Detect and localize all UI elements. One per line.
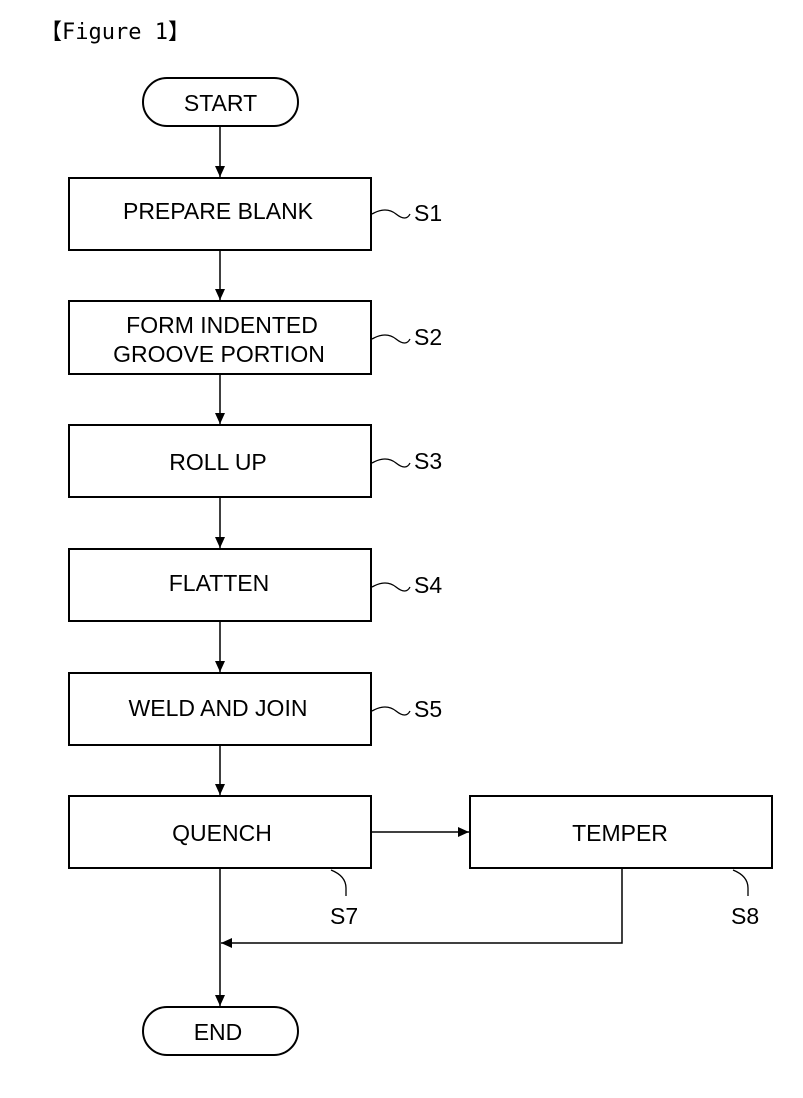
step-box-s5: WELD AND JOIN <box>69 673 371 745</box>
step-label-s5: S5 <box>414 696 442 722</box>
step-box-s4-label: FLATTEN <box>169 570 270 596</box>
step-label-s2: S2 <box>414 324 442 350</box>
step-box-s8-label: TEMPER <box>572 820 668 846</box>
step-box-s8: TEMPER <box>470 796 772 868</box>
leader-s5 <box>372 707 410 715</box>
step-label-s3: S3 <box>414 448 442 474</box>
leader-s1 <box>372 210 410 218</box>
leader-s8 <box>733 870 748 896</box>
step-box-s1: PREPARE BLANK <box>69 178 371 250</box>
return-line-s8 <box>221 868 622 943</box>
step-box-s4: FLATTEN <box>69 549 371 621</box>
step-label-s4: S4 <box>414 572 442 598</box>
step-box-s2: FORM INDENTED GROOVE PORTION <box>69 301 371 374</box>
step-label-s1: S1 <box>414 200 442 226</box>
step-box-s5-label: WELD AND JOIN <box>129 695 308 721</box>
step-box-s3: ROLL UP <box>69 425 371 497</box>
step-box-s7-label: QUENCH <box>172 820 272 846</box>
end-label: END <box>194 1019 243 1045</box>
leader-s7 <box>331 870 346 896</box>
start-label: START <box>184 90 257 116</box>
step-box-s2-label-line1: FORM INDENTED <box>126 312 318 338</box>
step-label-s7: S7 <box>330 903 358 929</box>
step-box-s1-label: PREPARE BLANK <box>123 198 314 224</box>
leader-s3 <box>372 459 410 467</box>
step-box-s7: QUENCH <box>69 796 371 868</box>
step-label-s8: S8 <box>731 903 759 929</box>
leader-s2 <box>372 335 410 343</box>
leader-s4 <box>372 583 410 591</box>
step-box-s3-label: ROLL UP <box>169 449 267 475</box>
end-terminator: END <box>143 1007 298 1055</box>
start-terminator: START <box>143 78 298 126</box>
step-box-s2-label-line2: GROOVE PORTION <box>113 341 325 367</box>
